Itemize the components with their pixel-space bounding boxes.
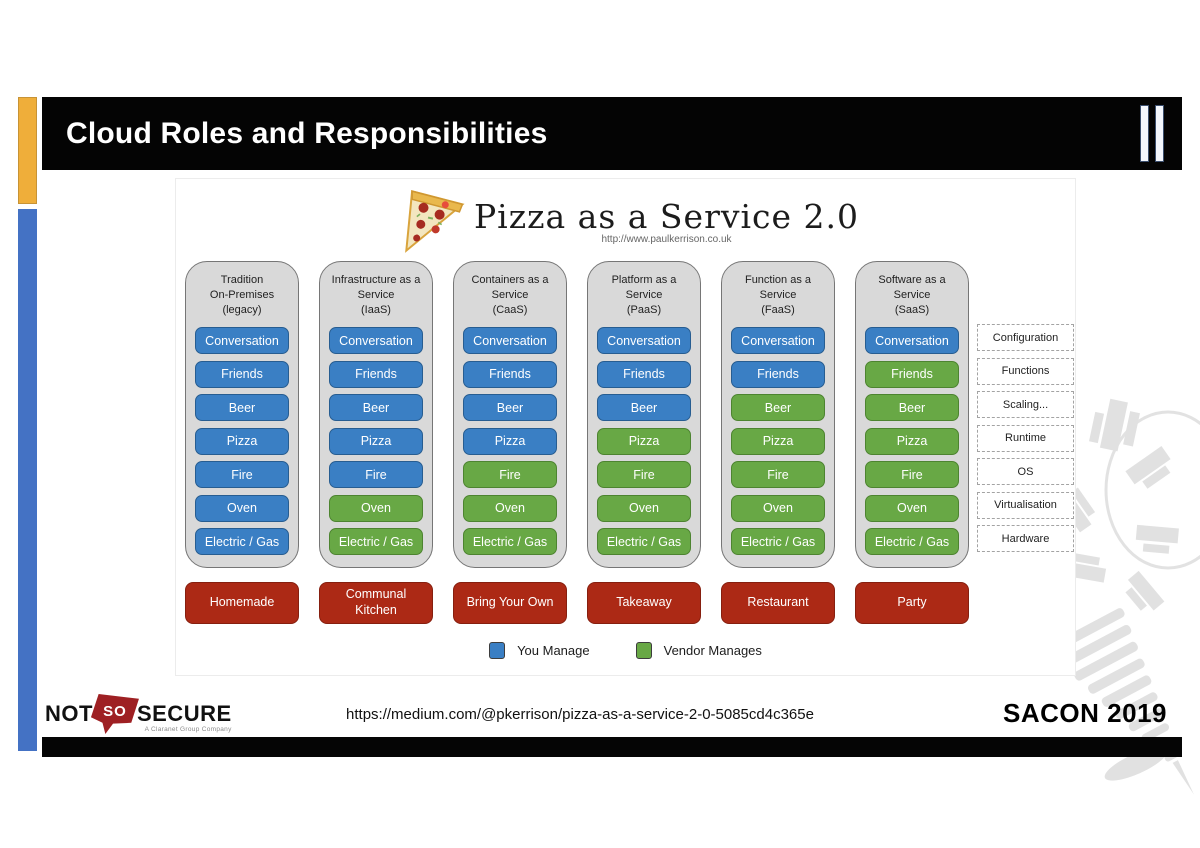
- stack-item: Fire: [195, 461, 289, 488]
- mode-button-homemade: Homemade: [185, 582, 299, 624]
- logo-so-shield: SO: [90, 694, 139, 734]
- stack-item: Electric / Gas: [195, 528, 289, 555]
- layer-label: Configuration: [977, 324, 1074, 351]
- stack-item: Friends: [731, 360, 825, 388]
- stack-item: Pizza: [731, 427, 825, 455]
- stack-item: Beer: [597, 394, 691, 421]
- column-iaas: Infrastructure as a Service (IaaS) Conve…: [319, 261, 433, 568]
- pizza-as-a-service-diagram: Pizza as a Service 2.0 http://www.paulke…: [175, 178, 1076, 676]
- diagram-source-url: http://www.paulkerrison.co.uk: [601, 234, 732, 245]
- layer-label: Hardware: [977, 525, 1074, 552]
- layer-label: Virtualisation: [977, 491, 1074, 519]
- left-accent-yellow-bar: [18, 97, 37, 204]
- legend-item-vendor-manages: Vendor Manages: [635, 642, 762, 659]
- double-bars-icon: [1140, 105, 1164, 162]
- stack-item: Friends: [329, 360, 423, 388]
- layer-labels-column: Configuration Functions Scaling... Runti…: [977, 324, 1074, 568]
- stack-item: Fire: [865, 461, 959, 488]
- stack-item: Fire: [463, 461, 557, 488]
- stack-item: Oven: [463, 494, 557, 522]
- stack-item: Friends: [597, 360, 691, 388]
- bottom-black-bar: [42, 737, 1182, 757]
- slide-title: Cloud Roles and Responsibilities: [66, 116, 548, 150]
- left-accent-blue-bar: [18, 209, 37, 751]
- stack-item: Fire: [329, 461, 423, 488]
- legend-label: Vendor Manages: [663, 643, 762, 658]
- stack-item: Fire: [597, 461, 691, 488]
- stack-item: Beer: [463, 394, 557, 421]
- city-spiral-watermark: [1048, 398, 1200, 795]
- stack-item: Oven: [329, 494, 423, 522]
- stack-item: Electric / Gas: [731, 528, 825, 555]
- mode-button-communal-kitchen: Communal Kitchen: [319, 582, 433, 624]
- column-header: Platform as a Service (PaaS): [611, 274, 677, 316]
- stack-item: Pizza: [865, 427, 959, 455]
- stack-item: Friends: [195, 360, 289, 388]
- stack-item: Pizza: [463, 427, 557, 455]
- stack-item: Oven: [731, 494, 825, 522]
- source-article-url: https://medium.com/@pkerrison/pizza-as-a…: [346, 706, 814, 723]
- legend-label: You Manage: [517, 643, 590, 658]
- stack-item: Pizza: [195, 427, 289, 455]
- column-on-premises: Tradition On-Premises (legacy) Conversat…: [185, 261, 299, 568]
- mode-button-bring-your-own: Bring Your Own: [453, 582, 567, 624]
- column-paas: Platform as a Service (PaaS) Conversatio…: [587, 261, 701, 568]
- layer-label: Runtime: [977, 424, 1074, 452]
- logo-text-so: SO: [103, 702, 127, 720]
- stack-item: Beer: [329, 394, 423, 421]
- legend: You Manage Vendor Manages: [176, 642, 1075, 659]
- stack-item: Beer: [865, 394, 959, 421]
- stack-item: Electric / Gas: [865, 528, 959, 555]
- stack-item: Electric / Gas: [329, 528, 423, 555]
- you-manage-swatch: [489, 642, 506, 659]
- legend-item-you-manage: You Manage: [489, 642, 590, 659]
- stack-item: Conversation: [329, 327, 423, 354]
- stack-item: Fire: [731, 461, 825, 488]
- column-header: Tradition On-Premises (legacy): [209, 274, 275, 316]
- stack-item: Oven: [865, 494, 959, 522]
- logo-tagline: A Claranet Group Company: [144, 726, 232, 733]
- stack-item: Oven: [597, 494, 691, 522]
- vendor-manages-swatch: [635, 642, 652, 659]
- mode-button-restaurant: Restaurant: [721, 582, 835, 624]
- service-columns-row: Tradition On-Premises (legacy) Conversat…: [176, 261, 1075, 568]
- layer-label: Scaling...: [977, 391, 1074, 418]
- logo-text-not: NOT: [45, 701, 93, 726]
- mode-buttons-row: Homemade Communal Kitchen Bring Your Own…: [176, 582, 1075, 624]
- stack-item: Friends: [865, 360, 959, 388]
- mode-button-takeaway: Takeaway: [587, 582, 701, 624]
- conference-name: SACON 2019: [1003, 698, 1167, 728]
- slide-title-bar: Cloud Roles and Responsibilities: [42, 97, 1182, 170]
- stack-item: Pizza: [329, 427, 423, 455]
- stack-item: Electric / Gas: [597, 528, 691, 555]
- column-header: Software as a Service (SaaS): [878, 274, 946, 316]
- stack-item: Beer: [731, 394, 825, 421]
- diagram-title: Pizza as a Service 2.0: [473, 197, 860, 236]
- stack-item: Conversation: [731, 327, 825, 354]
- column-faas: Function as a Service (FaaS) Conversatio…: [721, 261, 835, 568]
- notsosecure-logo: NOT SO SECURE A Claranet Group Company: [45, 694, 232, 738]
- layer-label: Functions: [977, 357, 1074, 385]
- mode-button-party: Party: [855, 582, 969, 624]
- stack-item: Pizza: [597, 427, 691, 455]
- stack-item: Friends: [463, 360, 557, 388]
- diagram-header: Pizza as a Service 2.0 http://www.paulke…: [176, 183, 1075, 257]
- stack-item: Oven: [195, 494, 289, 522]
- stack-item: Beer: [195, 394, 289, 421]
- stack-item: Conversation: [597, 327, 691, 354]
- stack-item: Conversation: [463, 327, 557, 354]
- stack-item: Conversation: [195, 327, 289, 354]
- column-header: Function as a Service (FaaS): [744, 274, 812, 316]
- stack-item: Conversation: [865, 327, 959, 354]
- column-header: Infrastructure as a Service (IaaS): [331, 274, 421, 316]
- column-header: Containers as a Service (CaaS): [471, 274, 549, 316]
- column-caas: Containers as a Service (CaaS) Conversat…: [453, 261, 567, 568]
- stack-item: Electric / Gas: [463, 528, 557, 555]
- logo-text-secure: SECURE: [136, 701, 232, 726]
- pizza-slice-icon: [405, 189, 465, 253]
- layer-label: OS: [977, 458, 1074, 485]
- column-saas: Software as a Service (SaaS) Conversatio…: [855, 261, 969, 568]
